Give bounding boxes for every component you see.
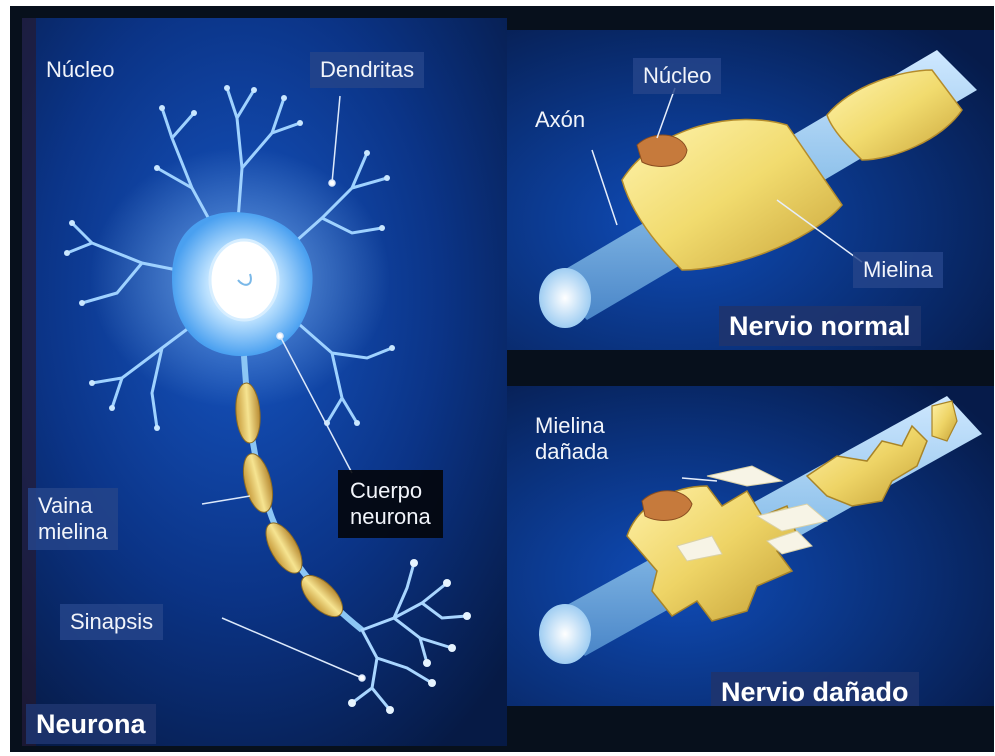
axon-end-glow bbox=[539, 268, 591, 328]
damaged-nerve-panel: Mielina dañada Nervio dañado bbox=[507, 386, 994, 706]
label-damaged-myelin-line2: dañada bbox=[535, 439, 608, 465]
normal-nerve-illustration bbox=[507, 30, 994, 350]
label-myelin-sheath-line2: mielina bbox=[38, 519, 108, 545]
label-dendrites: Dendritas bbox=[310, 52, 424, 88]
label-axon: Axón bbox=[525, 102, 595, 138]
diagram-frame: Núcleo Dendritas Vaina mielina Cuerpo ne… bbox=[10, 6, 994, 752]
normal-nerve-title: Nervio normal bbox=[719, 306, 921, 346]
schwann-nucleus bbox=[637, 135, 687, 166]
damaged-axon-end-glow bbox=[539, 604, 591, 664]
label-damaged-myelin-line1: Mielina bbox=[535, 413, 608, 439]
label-synapse: Sinapsis bbox=[60, 604, 163, 640]
label-nucleus-normal: Núcleo bbox=[633, 58, 721, 94]
label-myelin: Mielina bbox=[853, 252, 943, 288]
normal-nerve-panel: Axón Núcleo Mielina Nervio normal bbox=[507, 30, 994, 350]
label-cell-body-line2: neurona bbox=[350, 504, 431, 530]
neuron-panel: Núcleo Dendritas Vaina mielina Cuerpo ne… bbox=[22, 18, 507, 746]
label-cell-body: Cuerpo neurona bbox=[338, 470, 443, 538]
damaged-nerve-title: Nervio dañado bbox=[711, 672, 919, 706]
nucleus-shape bbox=[210, 240, 278, 320]
label-cell-body-line1: Cuerpo bbox=[350, 478, 431, 504]
label-myelin-sheath: Vaina mielina bbox=[28, 488, 118, 550]
label-damaged-myelin: Mielina dañada bbox=[525, 408, 618, 470]
neuron-title: Neurona bbox=[26, 704, 156, 744]
label-myelin-sheath-line1: Vaina bbox=[38, 493, 108, 519]
label-nucleus-neuron: Núcleo bbox=[36, 52, 124, 88]
